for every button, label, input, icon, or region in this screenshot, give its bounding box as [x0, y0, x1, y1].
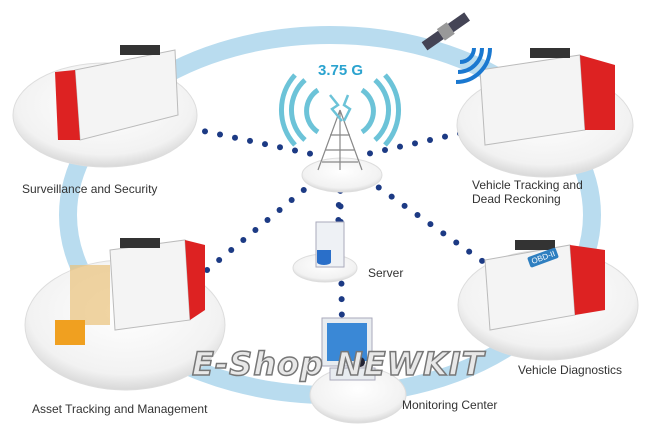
connection-dot — [401, 202, 408, 209]
connection-dot — [276, 207, 283, 213]
label-tracking-line1: Vehicle Tracking and — [472, 178, 583, 192]
connection-dot — [228, 247, 235, 253]
truck-diagnostics-icon — [484, 240, 605, 331]
label-tracking-line2: Dead Reckoning — [472, 192, 561, 206]
connection-dot — [216, 257, 223, 263]
connection-dot — [252, 227, 259, 233]
label-monitoring: Monitoring Center — [402, 398, 498, 412]
connection-dot — [367, 150, 373, 157]
connection-dot — [440, 230, 447, 237]
connection-dot — [479, 257, 486, 264]
label-server: Server — [368, 266, 404, 280]
connection-dot — [453, 239, 460, 246]
watermark: E-Shop NEWKIT — [191, 345, 485, 383]
connection-dot — [414, 212, 421, 218]
server-icon — [315, 221, 345, 268]
truck-tracking-icon — [479, 48, 615, 146]
connection-dot — [264, 217, 271, 223]
truck-asset-icon — [55, 238, 205, 345]
truck-surveillance-icon — [55, 45, 179, 141]
connection-dot — [262, 141, 268, 148]
connection-dot — [382, 147, 388, 153]
connection-dot — [247, 137, 253, 144]
connection-dot — [277, 144, 283, 151]
connection-dot — [217, 131, 223, 138]
connection-dot — [397, 143, 403, 150]
label-asset: Asset Tracking and Management — [32, 402, 208, 416]
connection-dot — [442, 133, 448, 140]
connection-dot — [427, 137, 433, 143]
connection-dot — [335, 202, 342, 208]
platform-tower — [301, 157, 383, 193]
signal-waves-icon — [279, 73, 401, 147]
connection-dot — [240, 237, 247, 243]
connection-dot — [204, 267, 211, 273]
satellite-icon — [421, 12, 470, 51]
connection-dot — [427, 221, 434, 228]
connection-dot — [292, 147, 298, 154]
connection-dot — [202, 128, 208, 135]
label-diagnostics: Vehicle Diagnostics — [518, 363, 623, 377]
connection-dot — [232, 134, 238, 141]
network-speed-label: 3.75 G — [318, 62, 364, 79]
platform-monitoring — [309, 366, 407, 424]
connection-dot — [412, 140, 418, 147]
connection-dot — [338, 296, 345, 303]
connection-dot — [288, 197, 295, 203]
monitoring-wall-icon — [321, 317, 376, 381]
cell-tower-icon — [317, 109, 363, 171]
connection-dot — [466, 248, 473, 255]
connection-dot — [307, 150, 313, 157]
connection-dot — [338, 280, 345, 287]
satellite-signal-icon — [455, 47, 492, 84]
connection-dot — [338, 311, 345, 318]
connection-dot — [388, 193, 395, 200]
connection-dot — [375, 184, 382, 191]
label-surveillance: Surveillance and Security — [22, 182, 158, 196]
connection-dot — [300, 187, 307, 193]
